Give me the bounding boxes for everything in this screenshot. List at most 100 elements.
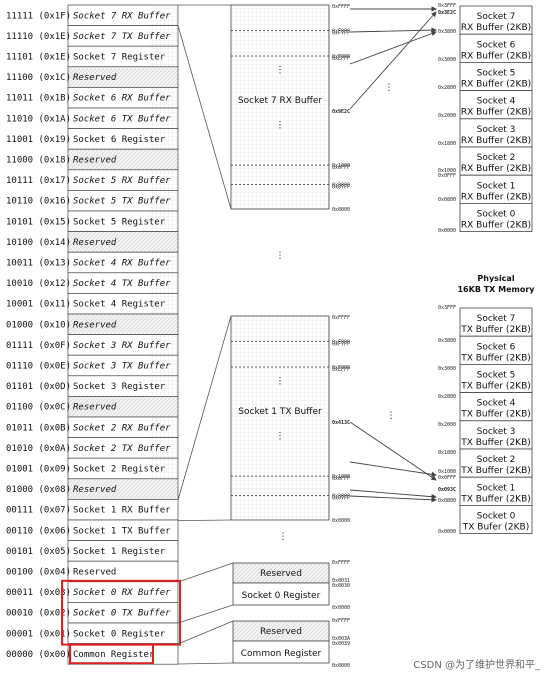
connector-line bbox=[349, 461, 437, 477]
block-row: 01111 (0x0F)Socket 3 RX Buffer bbox=[6, 334, 179, 356]
memory-cell-size: TX Bufer (2KB) bbox=[462, 523, 530, 533]
block-cell-label: Socket 7 TX Buffer bbox=[73, 32, 171, 42]
memory-cell-size: RX Buffer (2KB) bbox=[461, 192, 531, 202]
address-label: 0xFFFF bbox=[332, 560, 350, 566]
grid-texture bbox=[150, 355, 178, 376]
address-label: 0xFFFF bbox=[332, 4, 350, 10]
block-cell-label: Socket 1 RX Buffer bbox=[73, 506, 171, 516]
memory-address-label: 0x3000 bbox=[438, 366, 456, 372]
address-label: 0x0000 bbox=[332, 605, 350, 611]
connector-line bbox=[177, 562, 234, 583]
memory-cell bbox=[459, 363, 533, 393]
block-bits-label: 00101 (0x05) bbox=[6, 547, 71, 557]
connector-lines bbox=[177, 4, 437, 665]
memory-address-label: 0x2800 bbox=[438, 394, 456, 400]
block-row: 00100 (0x04)Reserved bbox=[6, 560, 179, 583]
block-row: 00110 (0x06)Socket 1 TX Buffer bbox=[6, 519, 179, 541]
block-row: 01001 (0x09)Socket 2 Register bbox=[6, 457, 179, 480]
memory-cell-size: RX Buffer (2KB) bbox=[461, 221, 531, 231]
grid-texture bbox=[150, 417, 178, 438]
memory-block: Socket 0RX Buffer (2KB) bbox=[459, 202, 533, 232]
memory-cell-size: TX Buffer (2KB) bbox=[460, 382, 531, 392]
block-cell-label: Reserved bbox=[73, 403, 117, 413]
memory-address-label: 0x093C bbox=[438, 487, 456, 493]
memory-address-label: 0x0000 bbox=[438, 529, 456, 535]
connector-line bbox=[177, 620, 234, 645]
connector-line bbox=[177, 662, 234, 665]
memory-cell-size: TX Buffer (2KB) bbox=[460, 325, 531, 335]
memory-cell-size: TX Buffer (2KB) bbox=[460, 438, 531, 448]
address-label: 0xF000 bbox=[332, 365, 350, 371]
memory-cell-size: TX Buffer (2KB) bbox=[460, 494, 531, 504]
block-cell-label: Socket 3 TX Buffer bbox=[73, 362, 171, 372]
memory-address-label: 0x0800 bbox=[438, 498, 456, 504]
block-row: 11010 (0x1A)Socket 6 TX Buffer bbox=[6, 107, 179, 129]
connector-line bbox=[177, 604, 234, 624]
memory-cell bbox=[459, 420, 533, 450]
grid-texture bbox=[150, 376, 178, 396]
memory-address-label: 0x3800 bbox=[438, 29, 456, 35]
connector-line bbox=[349, 27, 437, 33]
address-label: 0xF7FF bbox=[332, 342, 350, 348]
memory-address-label: 0x1000 bbox=[438, 469, 456, 475]
address-label: 0x0000 bbox=[332, 663, 350, 669]
block-bits-label: 11100 (0x1C) bbox=[6, 73, 71, 83]
memory-cell-size: TX Buffer (2KB) bbox=[460, 466, 531, 476]
address-label: 0xFFFF bbox=[332, 618, 350, 624]
block-bits-label: 11000 (0x18) bbox=[6, 156, 71, 166]
block-cell-label: Reserved bbox=[73, 73, 117, 83]
block-row: 01110 (0x0E)Socket 3 TX Buffer bbox=[6, 354, 179, 377]
reserved-label: Reserved bbox=[260, 569, 302, 579]
block-bits-label: 00100 (0x04) bbox=[6, 568, 71, 578]
block-bits-label: 11011 (0x1B) bbox=[6, 94, 71, 104]
watermark: CSDN @为了维护世界和平_ bbox=[413, 658, 541, 671]
block-row: 11000 (0x18)Reserved bbox=[6, 148, 179, 171]
memory-cell-size: TX Buffer (2KB) bbox=[460, 353, 531, 363]
block-cell-label: Socket 1 Register bbox=[73, 547, 166, 557]
address-label: 0xEFFF bbox=[332, 56, 350, 62]
block-bits-label: 10001 (0x11) bbox=[6, 300, 71, 310]
rx-memory-map: Socket 7RX Buffer (2KB)Socket 6RX Buffer… bbox=[438, 3, 533, 234]
grid-texture bbox=[150, 293, 178, 314]
block-row: 01100 (0x0C)Reserved bbox=[6, 396, 179, 418]
grid-texture bbox=[150, 170, 178, 190]
block-bits-label: 10111 (0x17) bbox=[6, 176, 71, 186]
block-cell-label: Reserved bbox=[73, 320, 117, 330]
block-row: 11101 (0x1E)Socket 7 Register bbox=[6, 45, 179, 68]
ellipsis-marker: ⋮ bbox=[276, 431, 285, 441]
block-row: 10101 (0x15)Socket 5 Register bbox=[6, 210, 179, 232]
block-cell-label: Socket 2 TX Buffer bbox=[73, 444, 171, 454]
memory-cell-title: Socket 6 bbox=[477, 342, 516, 352]
block-bits-label: 00001 (0x01) bbox=[6, 629, 71, 639]
block-row: 01000 (0x08)Reserved bbox=[6, 478, 179, 500]
memory-block: Socket 5RX Buffer (2KB) bbox=[459, 62, 533, 92]
address-label: 0x0800 bbox=[332, 494, 350, 500]
block-row: 10001 (0x11)Socket 4 Register bbox=[6, 293, 179, 315]
block-bits-label: 01001 (0x09) bbox=[6, 465, 71, 475]
address-label: 0x0000 bbox=[332, 518, 350, 524]
tx-memory-map: Socket 7TX Buffer (2KB)Socket 6TX Buffer… bbox=[438, 305, 533, 535]
grid-texture bbox=[150, 438, 178, 458]
memory-cell-size: TX Buffer (2KB) bbox=[460, 410, 531, 420]
ellipsis-marker: ⋮ bbox=[276, 120, 285, 130]
grid-texture bbox=[150, 5, 178, 26]
block-bits-label: 00010 (0x02) bbox=[6, 609, 71, 619]
block-bits-label: 01011 (0x0B) bbox=[6, 423, 71, 433]
memory-address-label: 0x3800 bbox=[438, 338, 456, 344]
grid-texture bbox=[150, 108, 178, 129]
block-cell-label: Common Register bbox=[73, 650, 155, 660]
connector-line bbox=[349, 421, 437, 481]
tx-buffer-detail: Socket 1 TX Buffer⋮⋮0xFFFF0xF8000xF7FF0x… bbox=[230, 315, 350, 524]
memory-cell-title: Socket 5 bbox=[477, 69, 516, 79]
memory-block: Socket 0TX Bufer (2KB) bbox=[459, 504, 533, 534]
ellipsis-marker: ⋮ bbox=[385, 83, 394, 93]
block-cell-label: Socket 2 Register bbox=[73, 465, 166, 475]
block-cell-label: Reserved bbox=[73, 568, 116, 578]
memory-block: Socket 5TX Buffer (2KB) bbox=[459, 363, 533, 393]
address-label: 0xF800 bbox=[332, 340, 350, 346]
block-cell-label: Socket 5 RX Buffer bbox=[73, 176, 171, 186]
